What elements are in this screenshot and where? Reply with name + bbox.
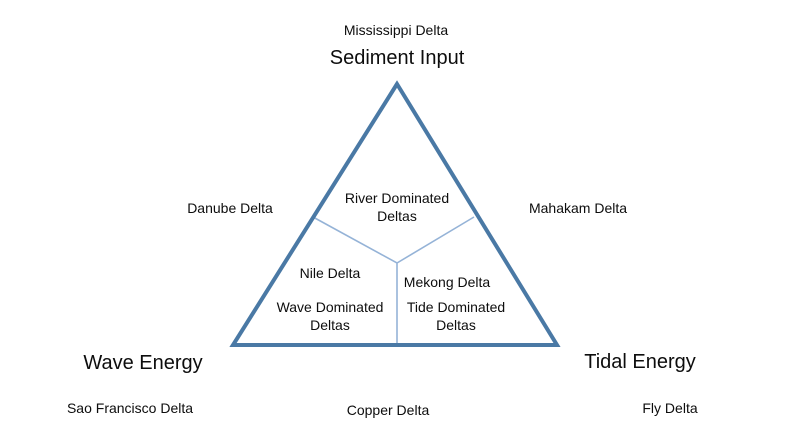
region-label-river-line1: River Dominated [344,190,450,206]
triangle-outline [229,80,561,347]
region-label-tide-line2: Deltas [436,317,476,333]
label-nile-delta: Nile Delta [299,265,361,281]
axis-label-tidal-energy: Tidal Energy [584,351,696,373]
region-label-river-line2: Deltas [377,208,417,224]
label-mississippi-delta: Mississippi Delta [343,22,449,38]
region-label-tide-dominated: Tide Dominated Deltas [407,298,505,334]
region-divider-lines [312,216,475,345]
label-danube-delta: Danube Delta [187,200,273,216]
label-sao-francisco-delta: Sao Francisco Delta [66,400,194,416]
label-mekong-delta: Mekong Delta [403,274,491,290]
label-copper-delta: Copper Delta [346,402,430,418]
region-label-wave-line1: Wave Dominated [276,299,384,315]
label-fly-delta: Fly Delta [642,400,698,416]
region-label-wave-line2: Deltas [310,317,350,333]
axis-label-wave-energy: Wave Energy [83,352,203,374]
region-label-wave-dominated: Wave Dominated Deltas [277,298,384,334]
region-label-river-dominated: River Dominated Deltas [345,189,449,225]
axis-label-sediment-input: Sediment Input [329,47,465,69]
region-label-tide-line1: Tide Dominated [406,299,506,315]
label-mahakam-delta: Mahakam Delta [528,200,628,216]
